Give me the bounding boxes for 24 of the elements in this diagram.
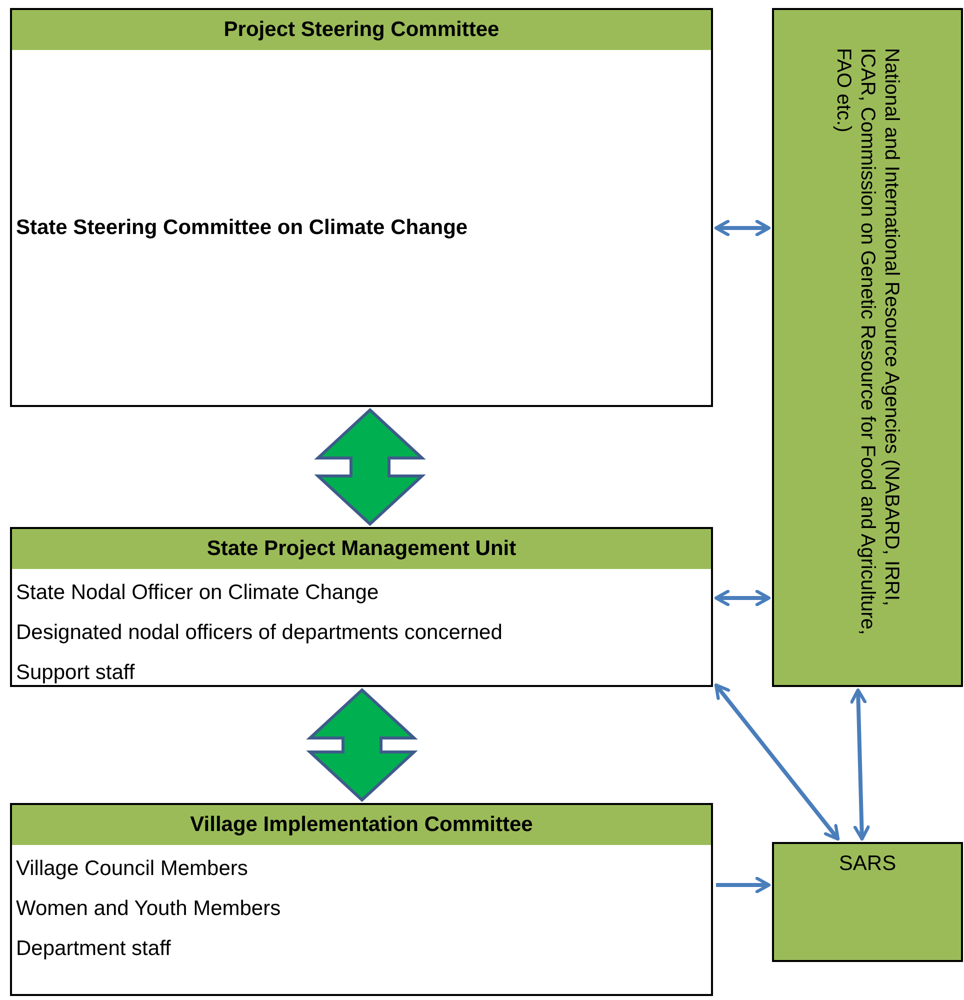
arrow (714, 220, 771, 236)
arrow (714, 683, 840, 841)
committee-name: State Steering Committee on Climate Change (16, 214, 468, 241)
unit-box (772, 842, 963, 962)
committee-box (10, 527, 713, 687)
member-item: Support staff (16, 660, 136, 686)
double-arrow (306, 688, 418, 802)
double-arrow (314, 408, 426, 526)
header-band: Project Steering Committee (12, 10, 711, 50)
unit-name: SARS (838, 851, 896, 877)
agency-text: National and International Resource Agencies (NABARD, IRRI, ICAR, Commission on Genetic Resource for Food and Agriculture, FAO etc.) (832, 48, 904, 636)
member-item: Department staff (16, 936, 172, 962)
header-band: State Project Management Unit (12, 529, 711, 569)
committee-box (10, 8, 713, 407)
header-band: Village Implementation Committee (12, 805, 711, 845)
committee-box (10, 803, 713, 996)
member-item: Designated nodal officers of departments concerned (16, 620, 504, 646)
member-item: Women and Youth Members (16, 896, 282, 922)
agency-box (772, 8, 963, 687)
arrow (714, 590, 771, 606)
arrow (850, 688, 870, 841)
arrow (716, 876, 771, 894)
member-item: State Nodal Officer on Climate Change (16, 580, 380, 606)
member-item: Village Council Members (16, 856, 249, 882)
